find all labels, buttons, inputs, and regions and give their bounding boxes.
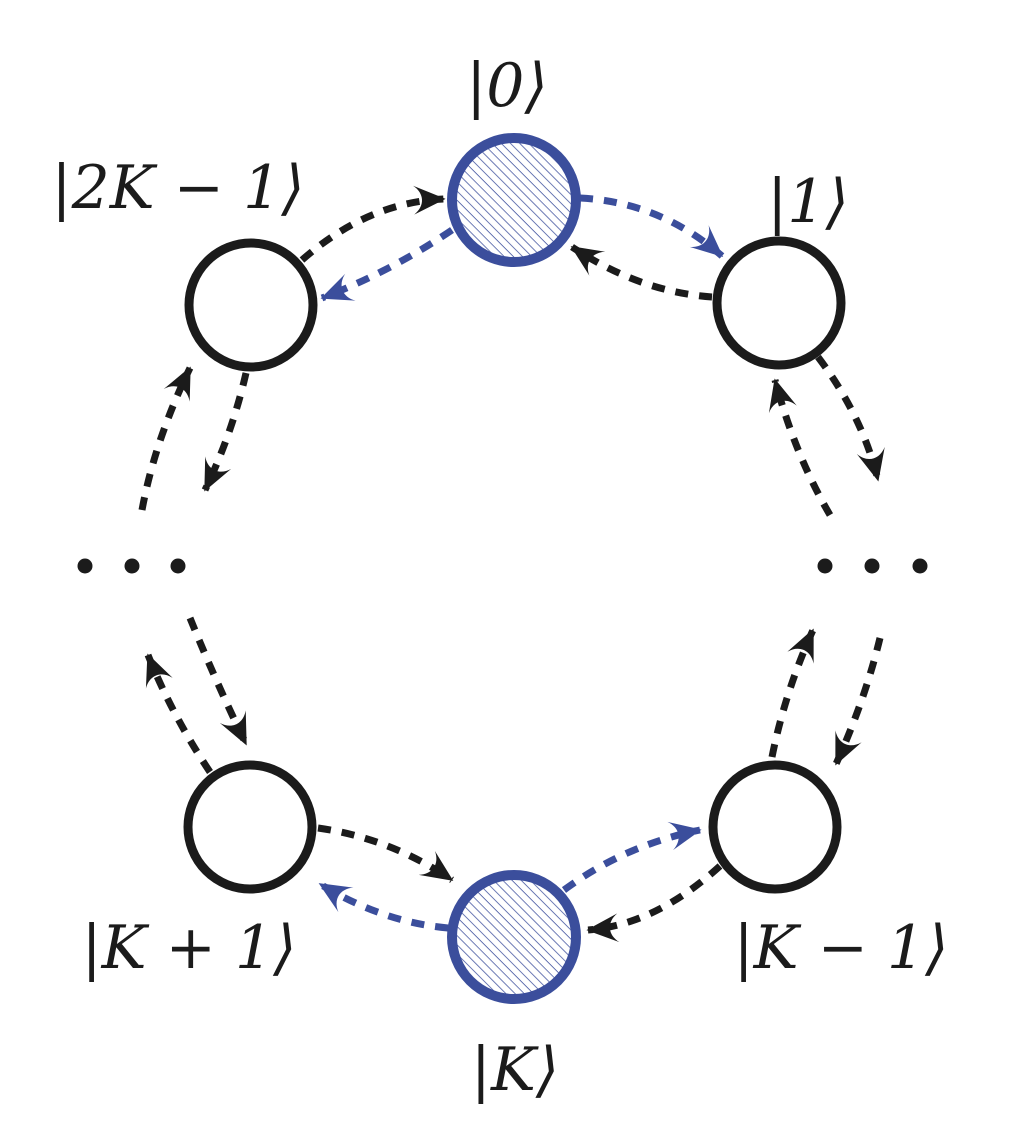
edge-dots-left-to-2k-minus-1 (138, 366, 194, 511)
node-2k-minus-1 (184, 238, 318, 372)
ellipsis-left-dot-3 (170, 558, 186, 574)
edge-dots-right-to-1 (768, 378, 834, 517)
node-0-label: |0⟩ (466, 51, 548, 121)
edge-k-plus-1-to-k (317, 824, 454, 883)
ellipsis-left-dot-1 (77, 558, 93, 574)
ellipsis-left-dot-2 (124, 558, 140, 574)
node-1 (712, 236, 846, 370)
edge-1-to-0 (570, 244, 713, 301)
node-k-label: |K⟩ (471, 1035, 559, 1105)
edge-k-to-k-minus-1 (561, 821, 702, 893)
edge-1-to-dots-right (815, 354, 885, 482)
edge-dots-left-to-k-plus-1 (186, 616, 250, 746)
edge-dots-right-to-k-minus-1 (832, 637, 884, 766)
edge-k-plus-1-to-dots-left (144, 653, 213, 774)
edge-k-minus-1-to-dots-right (768, 628, 817, 758)
edge-0-to-1 (579, 194, 725, 259)
edge-2k-minus-1-to-0 (299, 185, 446, 263)
ellipsis-right-dot-2 (864, 558, 880, 574)
node-k-minus-1 (708, 760, 842, 894)
ellipsis-right-dot-3 (912, 558, 928, 574)
edge-0-to-2k-minus-1 (320, 227, 454, 302)
node-2k-minus-1-label: |2K − 1⟩ (51, 153, 304, 223)
edge-k-to-k-plus-1 (318, 881, 449, 932)
node-k-plus-1-label: |K + 1⟩ (81, 913, 296, 983)
node-k-plus-1 (183, 760, 317, 894)
ellipsis-right-dot-1 (817, 558, 833, 574)
node-1-label: |1⟩ (767, 167, 849, 237)
edge-2k-minus-1-to-dots-left (201, 372, 250, 492)
node-0 (447, 133, 581, 267)
node-k-minus-1-label: |K − 1⟩ (733, 913, 948, 983)
node-k (447, 870, 581, 1004)
edge-k-minus-1-to-k (586, 863, 723, 943)
